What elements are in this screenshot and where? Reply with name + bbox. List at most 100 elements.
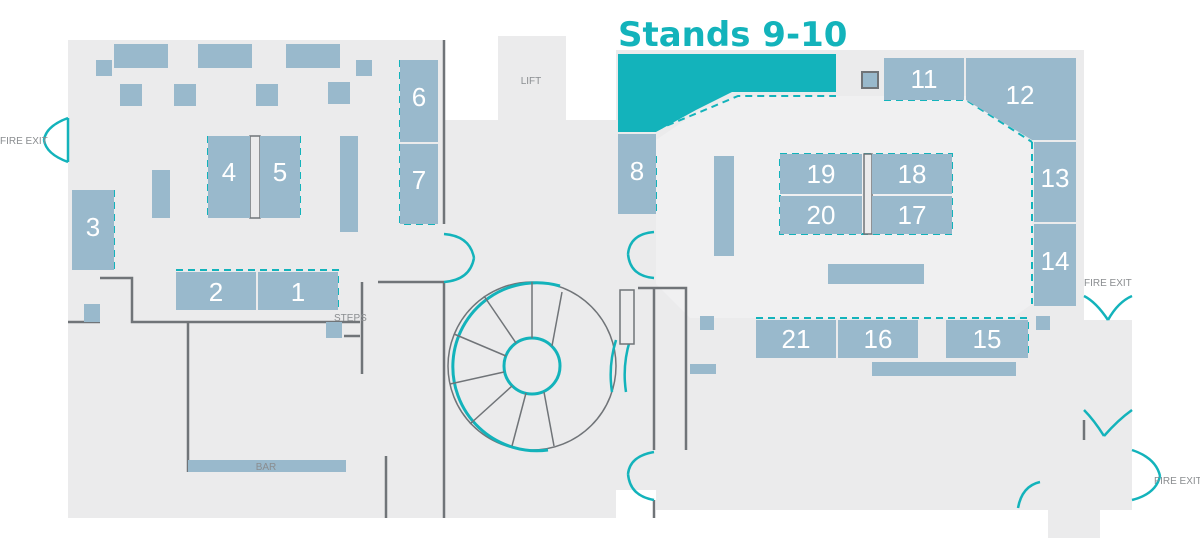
- stand-1[interactable]: 1: [258, 272, 338, 310]
- stand-7[interactable]: 7: [400, 144, 438, 224]
- stand-16-shape: [838, 320, 918, 358]
- furniture-block: [714, 156, 734, 256]
- stand-17[interactable]: 17: [872, 196, 952, 234]
- stand-17-label: 17: [898, 200, 927, 230]
- stand-15[interactable]: 15: [946, 320, 1028, 358]
- stand-20[interactable]: 20: [780, 196, 862, 234]
- stand-15-shape: [946, 320, 1028, 358]
- stands: 1 2 3 4 5 6 7 8: [72, 58, 1076, 358]
- furniture-block: [872, 362, 1016, 376]
- stand-13-label: 13: [1041, 163, 1070, 193]
- furniture-block: [828, 264, 924, 284]
- stand-21[interactable]: 21: [756, 320, 836, 358]
- stand-16[interactable]: 16: [838, 320, 918, 358]
- staircase-step: [483, 295, 517, 344]
- stand-4[interactable]: 4: [208, 136, 250, 218]
- furniture-block: [198, 44, 252, 68]
- lift-label: LIFT: [521, 76, 542, 87]
- furniture-block: [84, 304, 100, 322]
- staircase-step: [449, 371, 505, 385]
- stand-6-label: 6: [412, 82, 426, 112]
- stand-7-shape: [400, 144, 438, 224]
- stand-11[interactable]: 11: [884, 58, 964, 100]
- furniture-block: [690, 364, 716, 374]
- stand-18-label: 18: [898, 159, 927, 189]
- stand-17-shape: [872, 196, 952, 234]
- stand-8-label: 8: [630, 156, 644, 186]
- stand-18-shape: [872, 154, 952, 194]
- door-left-fire-exit: [42, 116, 70, 164]
- floor-lift-area: [498, 36, 566, 122]
- stand-20-label: 20: [807, 200, 836, 230]
- map-title: Stands 9-10: [618, 15, 847, 55]
- furniture-block: [356, 60, 372, 76]
- bar-counter: [188, 460, 346, 472]
- bar-label: BAR: [256, 462, 277, 473]
- door-center-top: [626, 230, 655, 280]
- walls: [68, 40, 1086, 518]
- staircase-step: [543, 391, 555, 447]
- stand-19-label: 19: [807, 159, 836, 189]
- stand-13[interactable]: 13: [1034, 142, 1076, 222]
- stand-11-shape: [884, 58, 964, 100]
- door-right-fire-exit-bottom: [1131, 448, 1162, 502]
- stand-5-label: 5: [273, 157, 287, 187]
- door-right-mid: [1083, 408, 1133, 437]
- stand-3-shape: [72, 190, 114, 270]
- stand-20-shape: [780, 196, 862, 234]
- perimeter-bottom-row: [756, 317, 1029, 358]
- stand-4-shape: [208, 136, 250, 218]
- stand-15-label: 15: [973, 324, 1002, 354]
- fire-exit-left-label: FIRE EXIT: [0, 136, 48, 147]
- perimeter-1-2: [176, 269, 339, 310]
- stand-14[interactable]: 14: [1034, 224, 1076, 306]
- furniture: [84, 44, 1050, 376]
- stand-8[interactable]: 8: [618, 134, 656, 214]
- stand-7-label: 7: [412, 165, 426, 195]
- wall-steps: [344, 320, 360, 338]
- furniture-block: [256, 84, 278, 106]
- stand-2-shape: [176, 272, 256, 310]
- staircase-step: [469, 385, 513, 425]
- stand-21-shape: [756, 320, 836, 358]
- divider-4-5: [249, 135, 261, 219]
- doors: [42, 116, 1162, 509]
- stand-8-shape: [618, 134, 656, 214]
- stand-19[interactable]: 19: [780, 154, 862, 194]
- stand-19-shape: [780, 154, 862, 194]
- stand-14-shape: [1034, 224, 1076, 306]
- stand-5[interactable]: 5: [260, 136, 300, 218]
- stand-12-shape: [966, 58, 1076, 140]
- furniture-block: [96, 60, 112, 76]
- door-left-hall-right: [443, 232, 476, 284]
- stand-5-shape: [260, 136, 300, 218]
- wall-left-interior: [100, 276, 344, 324]
- furniture-block: [340, 136, 358, 232]
- stand-14-label: 14: [1041, 246, 1070, 276]
- stand-18[interactable]: 18: [872, 154, 952, 194]
- stand-3-label: 3: [86, 212, 100, 242]
- stand-13-shape: [1034, 142, 1076, 222]
- furniture-block: [174, 84, 196, 106]
- stand-1-shape: [258, 272, 338, 310]
- wall-corridor-inner: [638, 286, 688, 450]
- stand-3[interactable]: 3: [72, 190, 114, 270]
- steps-label: STEPS: [334, 313, 367, 324]
- stand-9-10-highlight[interactable]: [618, 54, 836, 132]
- staircase-step: [453, 333, 507, 357]
- stand-12[interactable]: 12: [966, 58, 1076, 140]
- door-bottom-right: [1016, 480, 1041, 509]
- furniture-block: [1036, 316, 1050, 330]
- stand-6[interactable]: 6: [400, 60, 438, 142]
- fire-exit-right-top-label: FIRE EXIT: [1084, 278, 1132, 289]
- door-center-bottom: [626, 450, 655, 502]
- furniture-block: [114, 44, 168, 68]
- stand-11-label: 11: [911, 64, 938, 94]
- divider-center-block: [863, 153, 873, 235]
- furniture-block: [286, 44, 340, 68]
- stand-2[interactable]: 2: [176, 272, 256, 310]
- staircase-step: [511, 392, 527, 447]
- furniture-block: [152, 170, 170, 218]
- stand-1-label: 1: [291, 277, 305, 307]
- furniture-block: [120, 84, 142, 106]
